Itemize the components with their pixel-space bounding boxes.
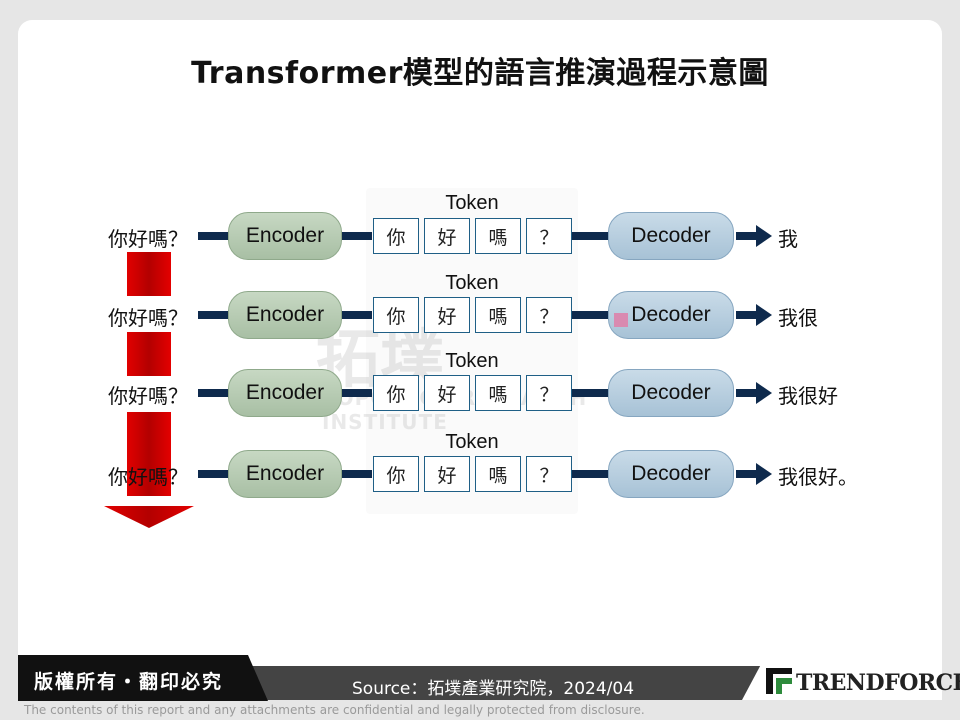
encoder-connector [342, 232, 372, 240]
token-box: ？ [526, 375, 572, 411]
encoder-block: Encoder [228, 291, 342, 339]
decoder-block: Decoder [608, 369, 734, 417]
footer-copyright-panel [18, 655, 268, 701]
token-box: ？ [526, 456, 572, 492]
token-box: 嗎 [475, 218, 521, 254]
output-sentence: 我很 [778, 306, 818, 330]
decoder-block: Decoder [608, 450, 734, 498]
token-box: 嗎 [475, 456, 521, 492]
encoder-block: Encoder [228, 369, 342, 417]
output-sentence: 我很好。 [778, 465, 858, 489]
pink-marker [614, 313, 628, 327]
progress-down-arrow-icon [104, 252, 194, 528]
output-connector [736, 232, 758, 240]
input-sentence: 你好嗎？ [108, 465, 188, 489]
token-box: ？ [526, 297, 572, 333]
decoder-block: Decoder [608, 291, 734, 339]
footer-copyright: 版權所有・翻印必究 [34, 671, 224, 693]
token-box: 你 [373, 297, 419, 333]
token-label: Token [445, 272, 499, 294]
input-connector [198, 311, 228, 319]
decoder-connector [572, 311, 608, 319]
token-box: 好 [424, 218, 470, 254]
page-title: Transformer模型的語言推演過程示意圖 [191, 56, 769, 91]
token-box: ？ [526, 218, 572, 254]
input-sentence: 你好嗎？ [108, 384, 188, 408]
encoder-connector [342, 470, 372, 478]
decoder-block: Decoder [608, 212, 734, 260]
input-sentence: 你好嗎？ [108, 306, 188, 330]
token-box: 好 [424, 456, 470, 492]
input-connector [198, 232, 228, 240]
input-sentence: 你好嗎？ [108, 227, 188, 251]
token-label: Token [445, 350, 499, 372]
decoder-connector [572, 470, 608, 478]
token-box: 好 [424, 297, 470, 333]
token-box: 你 [373, 375, 419, 411]
disclaimer: The contents of this report and any atta… [24, 703, 645, 717]
input-connector [198, 470, 228, 478]
trendforce-logo-text: TRENDFORCE [796, 670, 960, 696]
token-label: Token [445, 192, 499, 214]
output-arrow-icon [756, 225, 772, 247]
output-arrow-icon [756, 463, 772, 485]
output-arrow-icon [756, 304, 772, 326]
decoder-connector [572, 232, 608, 240]
output-arrow-icon [756, 382, 772, 404]
output-sentence: 我 [778, 227, 798, 251]
encoder-connector [342, 311, 372, 319]
input-connector [198, 389, 228, 397]
encoder-block: Encoder [228, 212, 342, 260]
token-box: 你 [373, 456, 419, 492]
output-sentence: 我很好 [778, 384, 838, 408]
encoder-block: Encoder [228, 450, 342, 498]
output-connector [736, 389, 758, 397]
token-box: 你 [373, 218, 419, 254]
source-text: Source：拓墣產業研究院，2024/04 [352, 679, 635, 699]
decoder-connector [572, 389, 608, 397]
output-connector [736, 311, 758, 319]
token-box: 好 [424, 375, 470, 411]
encoder-connector [342, 389, 372, 397]
output-connector [736, 470, 758, 478]
token-box: 嗎 [475, 297, 521, 333]
token-label: Token [445, 431, 499, 453]
trendforce-logo-icon [766, 668, 792, 694]
token-box: 嗎 [475, 375, 521, 411]
